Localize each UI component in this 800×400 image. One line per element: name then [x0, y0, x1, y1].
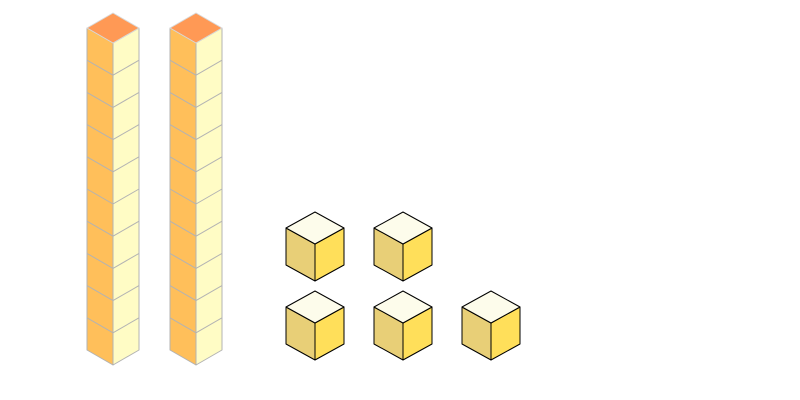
- rod-division-line: [195, 156, 223, 173]
- rod-top-face: [169, 12, 223, 44]
- unit-cube-top-face: [373, 211, 433, 245]
- rod-division-line: [112, 317, 140, 334]
- rod-division-line: [169, 124, 197, 141]
- rod-division-line: [86, 91, 114, 108]
- tens-rod: [86, 12, 140, 366]
- rod-division-line: [195, 220, 223, 237]
- rod-division-line: [195, 252, 223, 269]
- rod-division-line: [86, 188, 114, 205]
- rod-division-line: [195, 317, 223, 334]
- tens-rod: [169, 12, 223, 366]
- unit-cube: [373, 290, 433, 361]
- rod-division-line: [169, 91, 197, 108]
- rod-division-line: [195, 59, 223, 76]
- rod-division-line: [86, 220, 114, 237]
- rod-division-line: [112, 252, 140, 269]
- rod-division-line: [169, 285, 197, 302]
- unit-cube-top-face: [285, 211, 345, 245]
- rod-division-line: [112, 220, 140, 237]
- rod-division-line: [112, 156, 140, 173]
- rod-division-line: [195, 285, 223, 302]
- rod-division-line: [112, 124, 140, 141]
- unit-cubes: [285, 211, 521, 361]
- unit-cube: [461, 290, 521, 361]
- rod-division-line: [86, 156, 114, 173]
- rod-division-line: [86, 59, 114, 76]
- rod-division-line: [86, 285, 114, 302]
- rod-top-face: [86, 12, 140, 44]
- rod-division-line: [195, 91, 223, 108]
- rod-division-line: [169, 59, 197, 76]
- rod-division-line: [169, 188, 197, 205]
- rod-division-line: [86, 252, 114, 269]
- unit-cube-top-face: [461, 290, 521, 324]
- rod-division-line: [86, 317, 114, 334]
- tens-rods: [86, 12, 223, 366]
- unit-cube: [373, 211, 433, 282]
- rod-division-line: [169, 252, 197, 269]
- unit-cube-top-face: [285, 290, 345, 324]
- unit-cube-top-face: [373, 290, 433, 324]
- unit-cube: [285, 290, 345, 361]
- rod-division-line: [112, 285, 140, 302]
- rod-division-line: [112, 188, 140, 205]
- rod-division-line: [112, 59, 140, 76]
- rod-division-line: [169, 317, 197, 334]
- rod-division-line: [86, 124, 114, 141]
- unit-cube: [285, 211, 345, 282]
- rod-division-line: [169, 156, 197, 173]
- rod-division-line: [112, 91, 140, 108]
- rod-division-line: [195, 188, 223, 205]
- rod-division-line: [169, 220, 197, 237]
- rod-division-line: [195, 124, 223, 141]
